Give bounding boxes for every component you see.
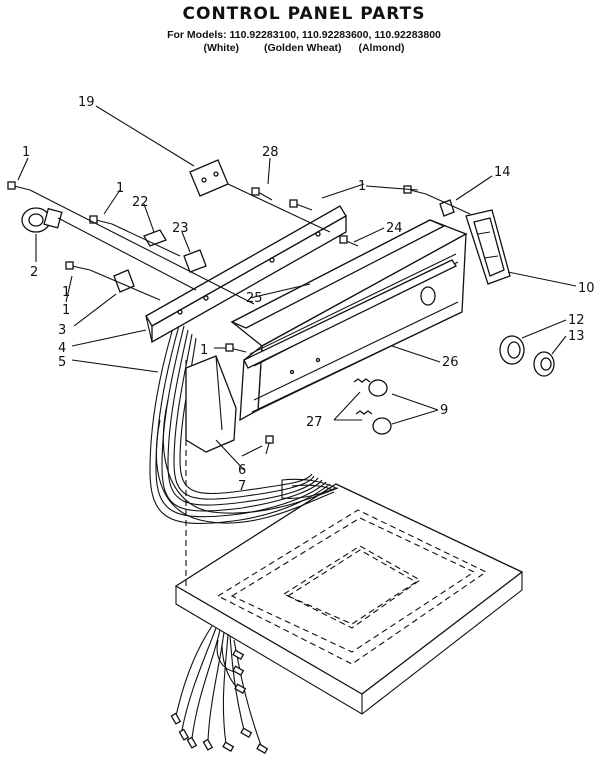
color-golden-wheat: (Golden Wheat) — [263, 42, 342, 54]
buttons-and-springs — [353, 378, 392, 435]
callout-1-bracket: 1 — [62, 285, 70, 300]
callout-5: 5 — [58, 355, 66, 370]
page-title: CONTROL PANEL PARTS — [182, 4, 426, 24]
end-cap-10 — [465, 209, 511, 285]
callout-3: 3 — [58, 323, 66, 338]
callout-4: 4 — [58, 341, 66, 356]
callout-22: 22 — [132, 195, 149, 210]
callout-12: 12 — [568, 313, 585, 328]
callout-7: 7 — [238, 479, 246, 494]
model-numbers: For Models: 110.92283100, 110.92283600, … — [167, 29, 441, 41]
callout-1-mid: 1 — [200, 343, 208, 358]
timer — [21, 207, 63, 233]
callout-13: 13 — [568, 329, 585, 344]
callout-28: 28 — [262, 145, 279, 160]
callout-1-screw: 1 — [116, 181, 124, 196]
knob-assembly — [499, 335, 555, 377]
callout-2: 2 — [30, 265, 38, 280]
callout-1-lower-left: 1 — [62, 303, 70, 318]
control-console — [185, 219, 468, 453]
callout-labels: 19 28 14 1 1 1 1 22 23 24 2 1 3 4 5 25 1… — [22, 95, 595, 494]
callout-1-top: 1 — [358, 179, 366, 194]
color-almond: (Almond) — [358, 42, 405, 54]
callout-6: 6 — [238, 463, 246, 478]
mounting-rail — [145, 205, 347, 344]
callout-27: 27 — [306, 415, 323, 430]
diagram-header: CONTROL PANEL PARTS For Models: 110.9228… — [0, 0, 608, 54]
callout-26: 26 — [442, 355, 459, 370]
callout-25: 25 — [246, 291, 263, 306]
model-colors: (White) (Golden Wheat) (Almond) — [0, 42, 608, 54]
wire-harness — [149, 317, 339, 524]
callout-1-left: 1 — [22, 145, 30, 160]
callout-9: 9 — [440, 403, 448, 418]
leader-lines — [17, 105, 577, 471]
callout-23: 23 — [172, 221, 189, 236]
callout-14: 14 — [494, 165, 511, 180]
assembly-guides — [29, 183, 471, 305]
callout-19: 19 — [78, 95, 95, 110]
console-trim — [230, 219, 457, 369]
callout-24: 24 — [386, 221, 403, 236]
color-white: (White) — [203, 42, 240, 54]
lower-wires — [170, 625, 269, 754]
base-top-frame — [174, 360, 524, 715]
callout-10: 10 — [578, 281, 595, 296]
